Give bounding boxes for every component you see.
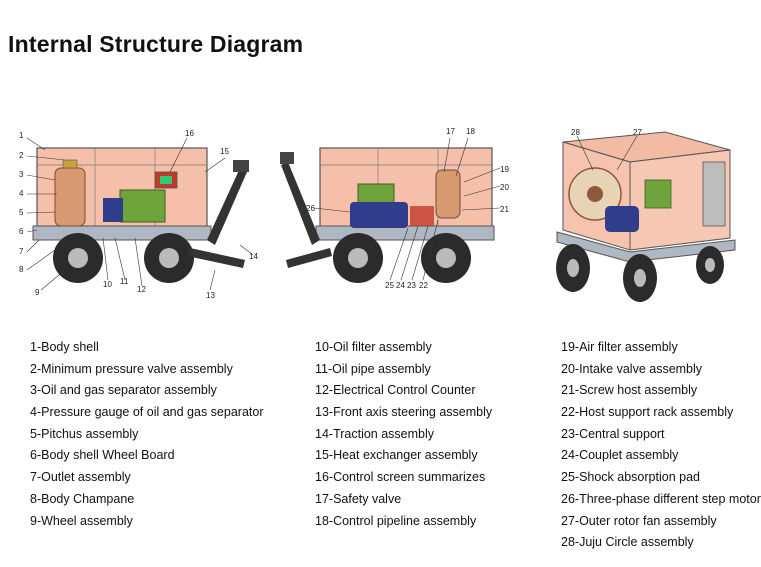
callout-label: 27: [633, 128, 642, 137]
callout-label: 18: [466, 127, 475, 136]
legend-item: 18-Control pipeline assembly: [315, 513, 477, 528]
callout-label: 25: [385, 281, 394, 290]
legend-item: 3-Oil and gas separator assembly: [30, 383, 217, 398]
legend-column-3: 19-Air filter assembly 20-Intake valve a…: [561, 337, 761, 554]
callout-label: 5: [19, 208, 24, 217]
legend-item: 26-Three-phase different step motor: [561, 491, 761, 506]
legend-item: 27-Outer rotor fan assembly: [561, 513, 717, 528]
callout-label: 23: [407, 281, 416, 290]
legend-column-2: 10-Oil filter assembly 11-Oil pipe assem…: [315, 337, 492, 532]
callout-label: 6: [19, 227, 24, 236]
callout-label: 3: [19, 170, 24, 179]
legend-item: 8-Body Champane: [30, 491, 135, 506]
callout-label: 8: [19, 265, 24, 274]
legend-item: 22-Host support rack assembly: [561, 405, 734, 420]
legend-item: 7-Outlet assembly: [30, 470, 131, 485]
legend-item: 24-Couplet assembly: [561, 448, 679, 463]
callout-label: 17: [446, 127, 455, 136]
legend-item: 13-Front axis steering assembly: [315, 405, 493, 420]
legend-item: 15-Heat exchanger assembly: [315, 448, 478, 463]
callout-label: 4: [19, 189, 24, 198]
legend-item: 1-Body shell: [30, 340, 99, 354]
compressor-side-view-figure: 1 2 3 4 5 6 7 8 9 10 11 12 13 14 15 16: [15, 120, 260, 305]
callout-label: 15: [220, 147, 229, 156]
callout-label: 2: [19, 151, 24, 160]
legend-item: 25-Shock absorption pad: [561, 470, 700, 485]
legend-item: 12-Electrical Control Counter: [315, 383, 476, 398]
compressor-opposite-view-figure: 17 18 19 20 21 26 25 24 23 22: [278, 120, 523, 305]
page-title: Internal Structure Diagram: [8, 31, 304, 57]
callout-label: 16: [185, 129, 194, 138]
callout-label: 7: [19, 247, 24, 256]
legend-column-1: 1-Body shell 2-Minimum pressure valve as…: [30, 337, 263, 532]
legend-item: 20-Intake valve assembly: [561, 361, 703, 376]
callout-label: 11: [120, 277, 129, 286]
legend-item: 28-Juju Circle assembly: [561, 535, 694, 550]
callout-label: 19: [500, 165, 509, 174]
legend-item: 10-Oil filter assembly: [315, 340, 432, 354]
legend-item: 23-Central support: [561, 426, 665, 441]
callout-label: 22: [419, 281, 428, 290]
callout-label: 26: [306, 204, 315, 213]
legend-item: 4-Pressure gauge of oil and gas separato…: [30, 405, 264, 420]
legend-item: 14-Traction assembly: [315, 426, 435, 441]
callout-label: 1: [19, 131, 24, 140]
legend-item: 6-Body shell Wheel Board: [30, 448, 175, 463]
callout-label: 10: [103, 280, 112, 289]
legend-item: 16-Control screen summarizes: [315, 470, 486, 485]
callout-label: 21: [500, 205, 509, 214]
callout-label: 12: [137, 285, 146, 294]
callout-label: 9: [35, 288, 40, 297]
callout-label: 20: [500, 183, 509, 192]
legend-item: 5-Pitchus assembly: [30, 426, 139, 441]
callout-label: 24: [396, 281, 405, 290]
callout-label: 14: [249, 252, 258, 261]
legend-item: 17-Safety valve: [315, 491, 402, 506]
legend-item: 19-Air filter assembly: [561, 340, 678, 354]
legend-item: 11-Oil pipe assembly: [315, 361, 431, 376]
callout-label: 28: [571, 128, 580, 137]
legend-item: 21-Screw host assembly: [561, 383, 698, 398]
legend-item: 2-Minimum pressure valve assembly: [30, 361, 233, 376]
legend-item: 9-Wheel assembly: [30, 513, 133, 528]
callout-label: 13: [206, 291, 215, 300]
compressor-perspective-view-figure: 28 27: [545, 120, 745, 305]
